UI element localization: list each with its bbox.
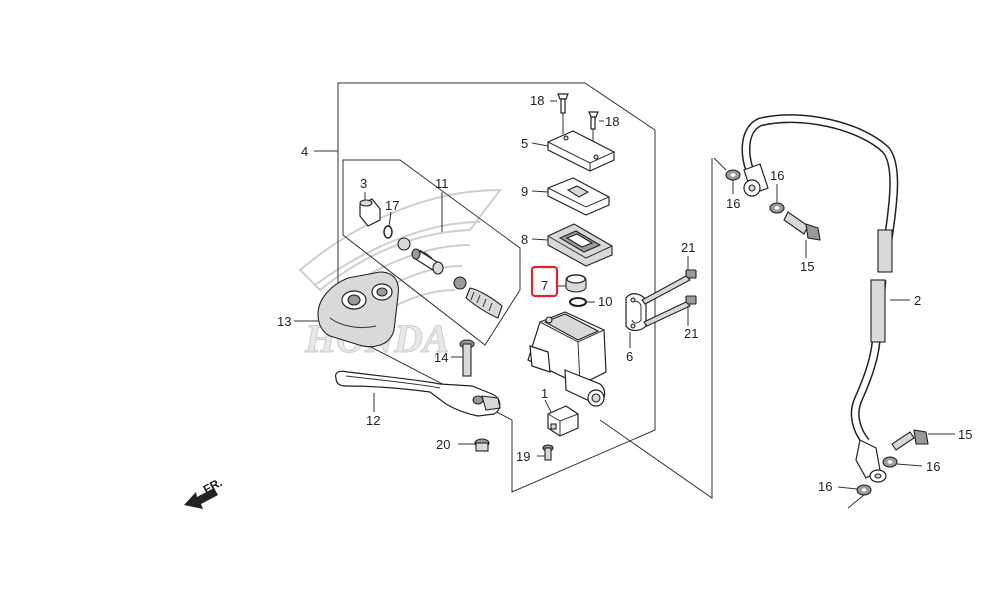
front-direction-arrow: FR. [184, 475, 224, 509]
callout-8: 8 [521, 232, 528, 247]
callout-19: 19 [516, 449, 530, 464]
callout-6: 6 [626, 349, 633, 364]
callout-2: 2 [914, 293, 921, 308]
callout-16-d: 16 [818, 479, 832, 494]
reservoir-13 [317, 271, 399, 348]
callout-20: 20 [436, 437, 450, 452]
master-cylinder-body [527, 311, 607, 407]
callout-21-upper: 21 [681, 240, 695, 255]
callout-17: 17 [385, 198, 399, 213]
callout-16-b: 16 [770, 168, 784, 183]
callout-7: 7 [541, 278, 548, 293]
cap-7 [565, 274, 587, 293]
boot-3 [359, 198, 381, 227]
washer-16-b [769, 202, 785, 214]
callout-16-c: 16 [926, 459, 940, 474]
reservoir-cap-5 [547, 130, 615, 172]
bolt-21-lower [643, 295, 697, 327]
callout-4: 4 [301, 144, 308, 159]
plate-9 [547, 177, 610, 216]
nut-20 [474, 438, 490, 452]
callout-3: 3 [360, 176, 367, 191]
callout-13: 13 [277, 314, 291, 329]
hose-assembly-outline [599, 158, 713, 499]
diaphragm-8 [547, 223, 613, 267]
washer-16-d [856, 484, 872, 496]
callout-15-lower: 15 [958, 427, 972, 442]
callout-10: 10 [598, 294, 612, 309]
callout-5: 5 [521, 136, 528, 151]
circlip-17 [383, 225, 393, 239]
banjo-bolt-15-lower [891, 429, 929, 451]
callout-18-lower: 18 [605, 114, 619, 129]
callout-21-lower: 21 [684, 326, 698, 341]
banjo-bolt-15-upper [783, 211, 821, 241]
callout-labels: 4 3 17 11 13 14 12 20 18 18 5 9 8 7 10 1… [277, 93, 972, 494]
highlight-box-part-7 [530, 265, 559, 298]
brake-lever-12 [335, 370, 501, 417]
piston-kit-11-parts [397, 237, 503, 319]
callout-1: 1 [541, 386, 548, 401]
screw-19 [542, 444, 554, 461]
washer-16-a [725, 169, 741, 181]
callout-9: 9 [521, 184, 528, 199]
brake-hose-2 [741, 114, 899, 483]
callout-16-a: 16 [726, 196, 740, 211]
bolt-18-upper [557, 93, 569, 134]
bolt-21-upper [641, 269, 697, 305]
callout-11: 11 [435, 176, 449, 191]
o-ring-10 [569, 297, 587, 307]
callout-18-upper: 18 [530, 93, 544, 108]
callout-12: 12 [366, 413, 380, 428]
callout-14: 14 [434, 350, 448, 365]
brake-switch-1 [547, 405, 579, 437]
holder-6 [625, 293, 647, 332]
piston-kit-outline [342, 159, 521, 346]
callout-15-upper: 15 [800, 259, 814, 274]
pivot-bolt-14 [459, 339, 475, 377]
washer-16-c [882, 456, 898, 468]
